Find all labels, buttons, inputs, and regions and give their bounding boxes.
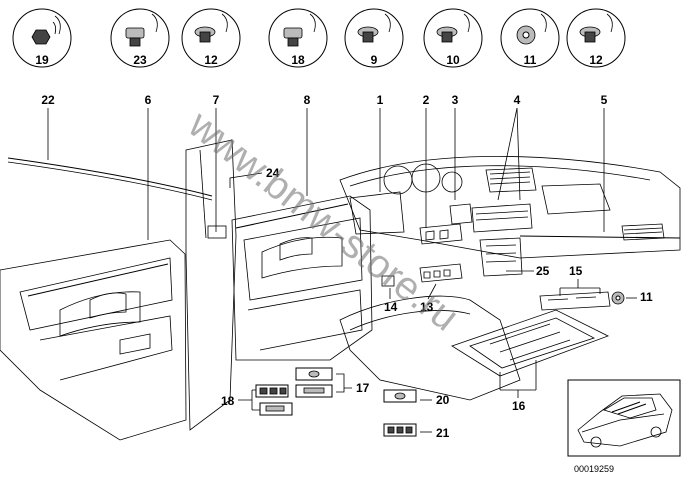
callout-12-left-number: 12 [204,53,218,67]
callout-12-right: 12 [566,8,626,68]
side-labels: 24 25 15 11 14 13 16 [229,166,653,413]
callout-12-right-number: 12 [589,53,603,67]
label-13: 13 [420,300,434,314]
callout-23-number: 23 [133,53,147,67]
label-11-right: 11 [640,290,653,304]
label-18-bottom: 18 [221,394,235,408]
callout-10-number: 10 [446,53,460,67]
vehicle-inset [567,379,681,457]
label-7: 7 [213,93,220,107]
label-4: 4 [514,93,521,107]
callout-9: 9 [344,8,404,68]
callout-11-number: 11 [524,53,537,67]
interior-drawing [0,139,681,441]
callout-9-number: 9 [371,53,378,67]
label-21: 21 [436,426,450,440]
callout-18: 18 [268,8,328,68]
label-24: 24 [266,166,280,180]
label-14: 14 [384,300,398,314]
label-25: 25 [536,264,550,278]
label-3: 3 [452,93,459,107]
label-22: 22 [41,93,55,107]
callout-10: 10 [423,8,483,68]
callout-11: 11 [500,8,560,68]
loose-switch-parts: 18 17 20 21 [221,367,450,440]
reference-code: 00019259 [574,464,614,474]
label-17: 17 [356,381,370,395]
label-15: 15 [569,264,583,278]
callout-19-number: 19 [35,53,49,67]
watermark: www.bmw-store.ru [180,102,467,340]
callout-23: 23 [110,8,170,68]
label-5: 5 [601,93,608,107]
callout-19: 19 [12,8,72,68]
label-2: 2 [423,93,430,107]
label-8: 8 [304,93,311,107]
label-20: 20 [436,393,450,407]
label-6: 6 [145,93,152,107]
label-16: 16 [512,399,526,413]
upper-labels: 22 6 7 8 1 2 3 4 5 [41,93,608,240]
callout-18-number: 18 [291,53,305,67]
callout-12-left: 12 [181,8,241,68]
label-1: 1 [377,93,384,107]
